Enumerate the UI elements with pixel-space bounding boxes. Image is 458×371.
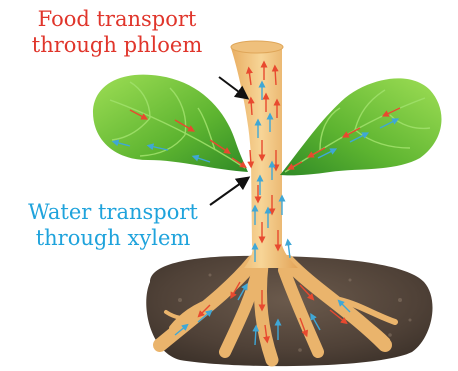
food-label-line2: through phloem <box>4 32 230 58</box>
food-label-line1: Food transport <box>4 6 230 32</box>
water-transport-label: Water transport through xylem <box>0 199 226 251</box>
stem-top <box>231 41 283 53</box>
water-label-line2: through xylem <box>0 225 226 251</box>
water-label-line1: Water transport <box>0 199 226 225</box>
food-transport-label: Food transport through phloem <box>4 6 230 58</box>
